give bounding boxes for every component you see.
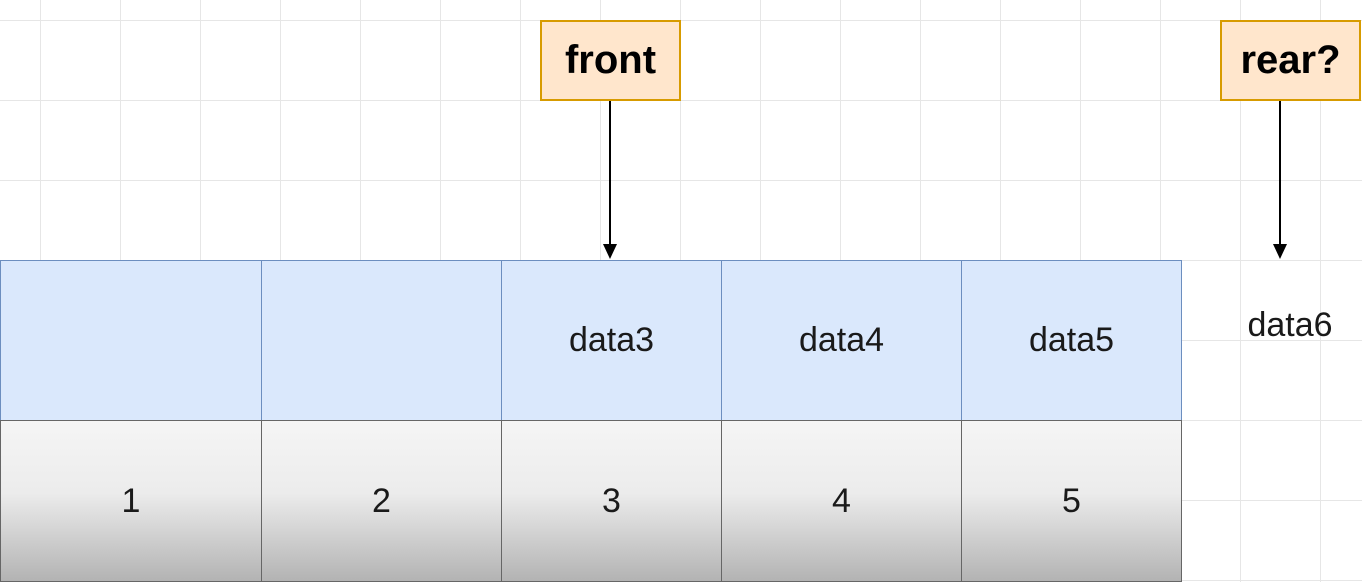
front-pointer-label: front bbox=[540, 20, 681, 101]
index-cell-2: 2 bbox=[261, 420, 502, 582]
index-cell-3: 3 bbox=[501, 420, 722, 582]
data-cell-1 bbox=[0, 260, 262, 421]
index-cell-4: 4 bbox=[721, 420, 962, 582]
front-arrow-head bbox=[603, 244, 617, 259]
rear-pointer-label: rear? bbox=[1220, 20, 1361, 101]
data-cell-3: data3 bbox=[501, 260, 722, 421]
index-cell-1: 1 bbox=[0, 420, 262, 582]
rear-arrow-head bbox=[1273, 244, 1287, 259]
index-cell-5: 5 bbox=[961, 420, 1182, 582]
data-cell-2 bbox=[261, 260, 502, 421]
data-cell-5: data5 bbox=[961, 260, 1182, 421]
overflow-data-item: data6 bbox=[1247, 305, 1333, 344]
data-cell-4: data4 bbox=[721, 260, 962, 421]
